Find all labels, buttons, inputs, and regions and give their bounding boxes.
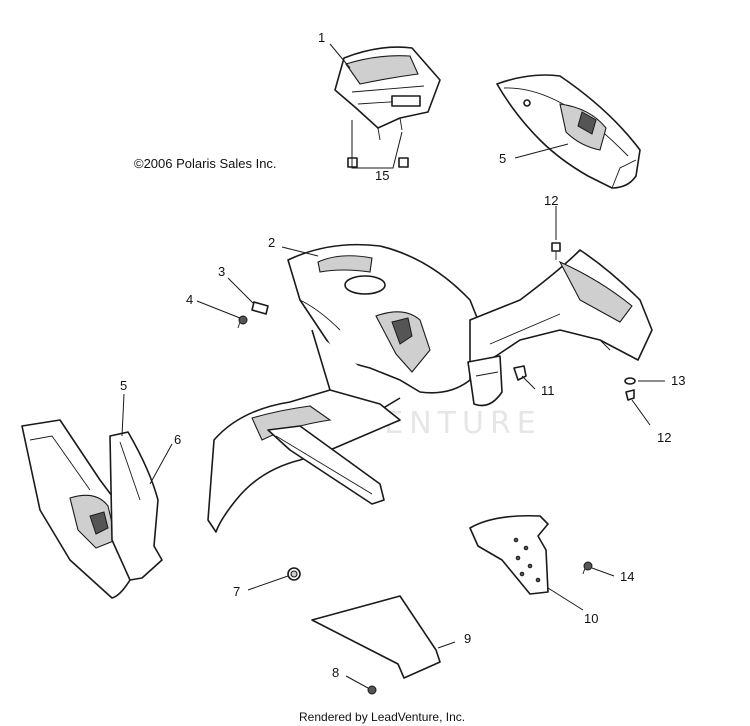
callout-6: 6 — [174, 432, 181, 447]
part-screw-8 — [367, 685, 377, 695]
part-screw-12-bottom — [625, 389, 635, 401]
part-washer-13 — [624, 377, 636, 385]
part-tray-9 — [311, 595, 441, 679]
callout-4: 4 — [186, 292, 193, 307]
part-screw-14 — [582, 561, 593, 575]
part-screw-12-top — [551, 242, 561, 260]
part-screw-4 — [237, 315, 248, 329]
part-heat-shield-10 — [469, 514, 549, 595]
callout-5-left: 5 — [120, 378, 127, 393]
callout-1: 1 — [318, 30, 325, 45]
part-splash-panel — [109, 431, 163, 581]
leader-lines — [121, 43, 665, 689]
callout-9: 9 — [464, 631, 471, 646]
copyright-text: ©2006 Polaris Sales Inc. — [134, 156, 277, 171]
callout-10: 10 — [584, 611, 598, 626]
part-pod-decals — [347, 157, 409, 168]
callout-7: 7 — [233, 584, 240, 599]
callout-12-top: 12 — [544, 193, 558, 208]
callout-13: 13 — [671, 373, 685, 388]
part-side-panel-left — [21, 419, 147, 599]
callout-2: 2 — [268, 235, 275, 250]
callout-3: 3 — [218, 264, 225, 279]
callout-12-bottom: 12 — [657, 430, 671, 445]
callout-5-top: 5 — [499, 151, 506, 166]
callout-14: 14 — [620, 569, 634, 584]
callout-labels: 1 15 5 12 2 3 4 11 13 12 5 6 7 9 10 14 8 — [120, 30, 685, 680]
callout-11: 11 — [541, 383, 555, 398]
callout-8: 8 — [332, 665, 339, 680]
part-headlight-pod — [334, 46, 441, 141]
part-grommet-7 — [287, 567, 301, 581]
part-front-cab — [207, 243, 653, 533]
callout-15: 15 — [375, 168, 389, 183]
part-bracket-3 — [251, 301, 269, 315]
part-side-panel-right — [496, 74, 641, 189]
footer-credit: Rendered by LeadVenture, Inc. — [299, 710, 465, 724]
